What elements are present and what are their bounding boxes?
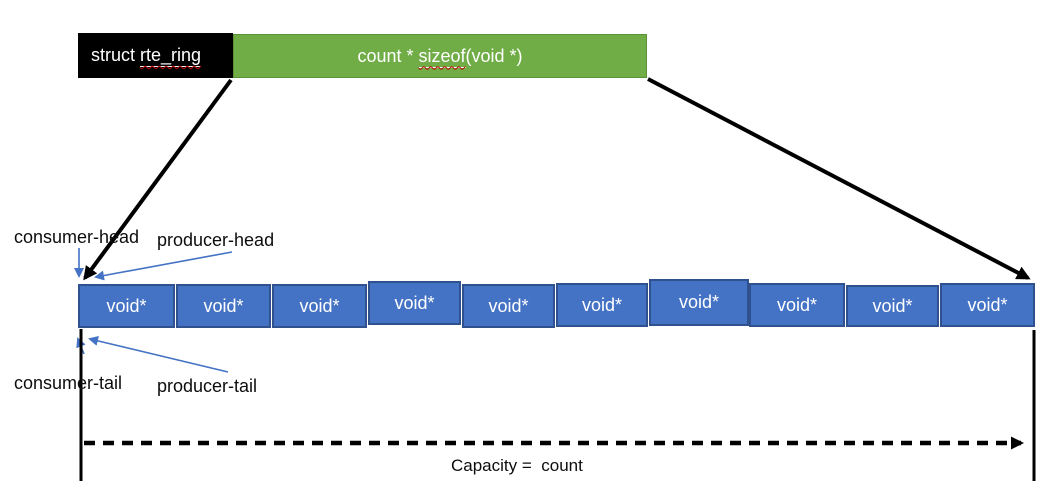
producer-head-arrow xyxy=(94,251,233,281)
size-box-label: count * sizeof(void *) xyxy=(357,45,523,68)
producer-tail-label: producer-tail xyxy=(157,376,258,396)
producer-tail-arrow xyxy=(88,335,229,373)
capacity-label: Capacity = count xyxy=(451,456,583,475)
sizebox-to-ring-end-connector xyxy=(647,77,1031,280)
consumer-head-label: consumer-head xyxy=(14,227,140,247)
ring-cell: void* xyxy=(368,281,461,325)
size-expr-pre-text: count * xyxy=(357,45,419,66)
consumer-tail-arrow xyxy=(76,337,86,355)
ring-cell: void* xyxy=(749,283,845,327)
ring-cell: void* xyxy=(556,283,648,327)
struct-name-text: rte_ring xyxy=(140,45,202,67)
sizeof-keyword-text: sizeof xyxy=(418,45,466,68)
struct-rte-ring-box: struct rte_ring xyxy=(78,33,233,78)
size-expr-post-text: (void *) xyxy=(465,45,523,66)
ring-cell: void* xyxy=(462,284,555,328)
ring-cell: void* xyxy=(846,285,939,327)
ring-cell: void* xyxy=(940,283,1035,327)
ring-cell: void* xyxy=(78,284,175,328)
consumer-tail-label: consumer-tail xyxy=(14,373,123,393)
producer-head-label: producer-head xyxy=(157,230,275,250)
struct-keyword-text: struct xyxy=(91,45,141,65)
struct-box-label: struct rte_ring xyxy=(91,45,202,67)
ring-cell: void* xyxy=(272,284,367,328)
ring-storage-size-box: count * sizeof(void *) xyxy=(233,34,647,78)
ring-cell: void* xyxy=(649,279,749,326)
ring-cell: void* xyxy=(176,284,271,328)
